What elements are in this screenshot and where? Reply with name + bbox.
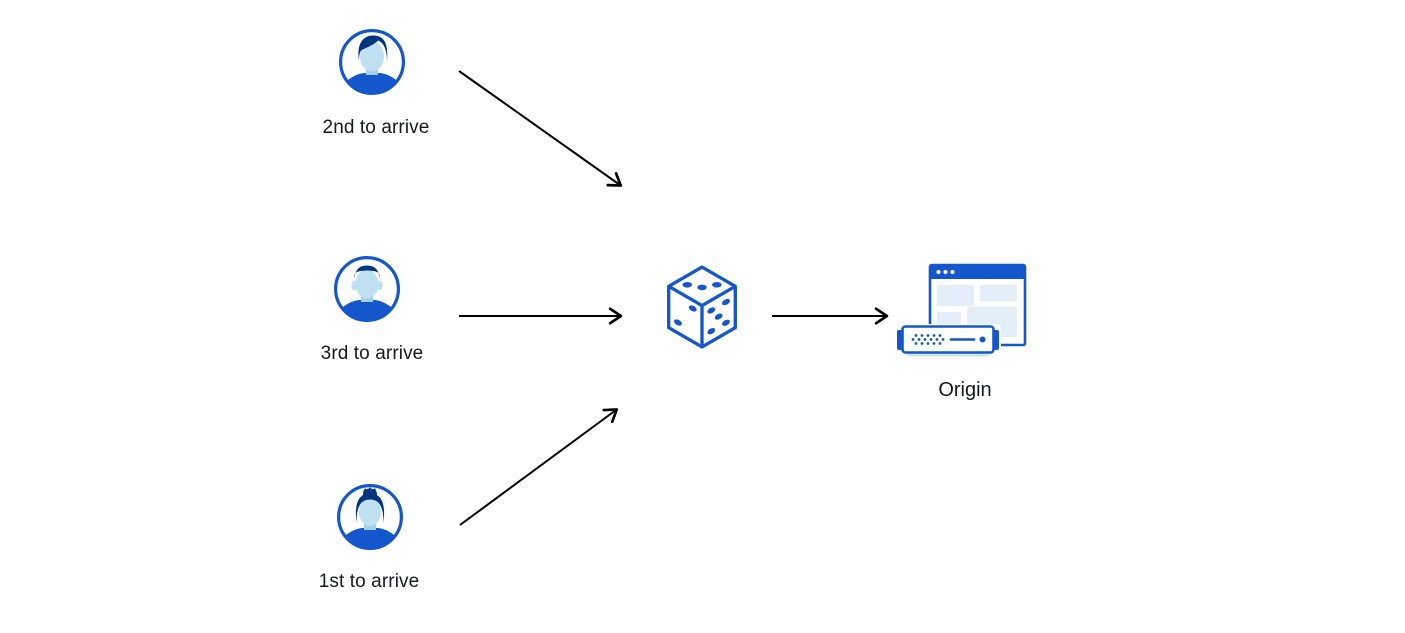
client-3rd-label: 3rd to arrive xyxy=(320,343,424,364)
arrow-1st-to-dice xyxy=(459,408,619,526)
dice-icon xyxy=(667,265,737,349)
woman-bun-hair-avatar-icon xyxy=(337,484,403,550)
origin-server-browser-icon xyxy=(897,263,1027,357)
arrow-2nd-to-dice xyxy=(458,70,623,187)
man-side-swept-hair-avatar-icon xyxy=(339,29,405,95)
client-2nd-label: 2nd to arrive xyxy=(322,117,430,138)
origin-label: Origin xyxy=(938,379,992,401)
man-flat-top-hair-avatar-icon xyxy=(334,256,400,322)
client-1st-label: 1st to arrive xyxy=(318,571,420,592)
